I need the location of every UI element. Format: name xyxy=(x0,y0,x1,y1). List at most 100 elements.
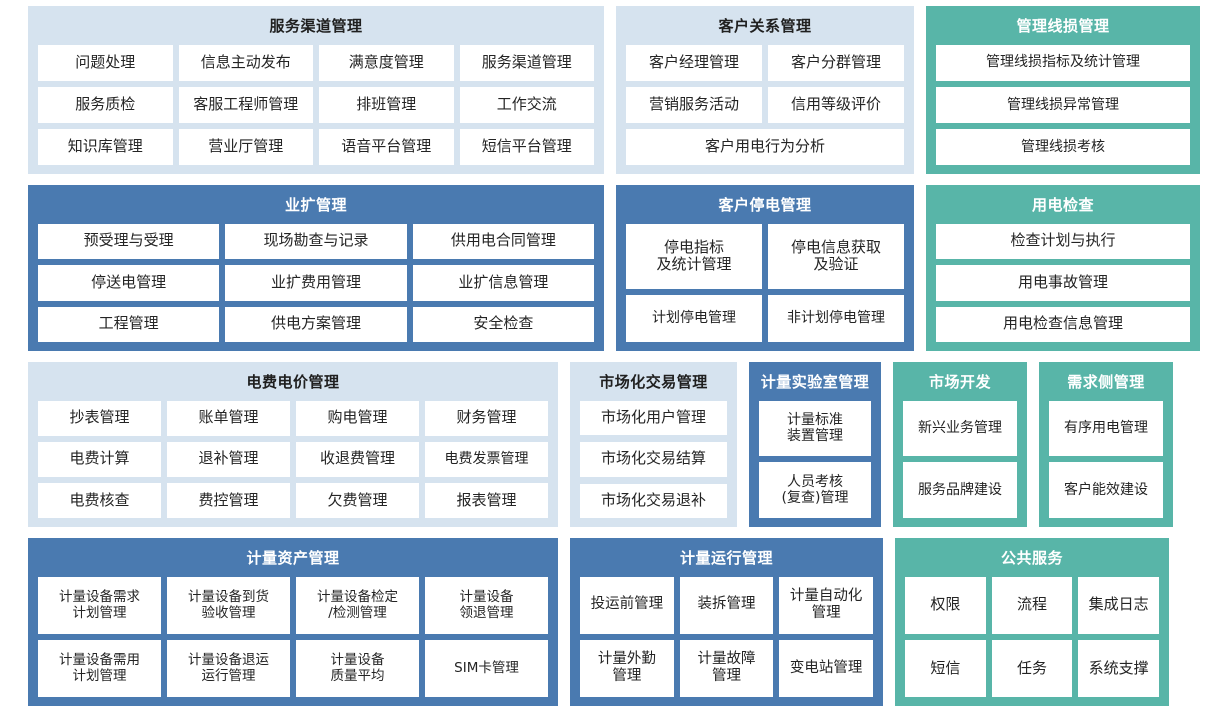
module-cell[interactable]: 非计划停电管理 xyxy=(768,295,904,343)
module-cell[interactable]: 电费计算 xyxy=(38,441,161,477)
module-cell[interactable]: 市场化用户管理 xyxy=(580,400,727,435)
module-cell[interactable]: 信息主动发布 xyxy=(178,44,313,81)
module-cell[interactable]: 用电检查信息管理 xyxy=(936,306,1190,342)
module-cell[interactable]: 业扩费用管理 xyxy=(225,265,407,301)
panel-business-expansion[interactable]: 业扩管理 预受理与受理 现场勘查与记录 供用电合同管理 停送电管理 业扩费用管理… xyxy=(28,185,604,351)
module-cell[interactable]: 客户用电行为分析 xyxy=(626,128,904,166)
module-cell[interactable]: 检查计划与执行 xyxy=(936,223,1190,259)
module-cell[interactable]: 费控管理 xyxy=(167,482,290,519)
module-cell[interactable]: 计量设备 领退管理 xyxy=(425,576,548,634)
panel-metering-lab[interactable]: 计量实验室管理 计量标准 装置管理 人员考核 (复查)管理 xyxy=(749,362,881,527)
panel-metering-asset[interactable]: 计量资产管理 计量设备需求 计划管理 计量设备到货 验收管理 计量设备检定 /检… xyxy=(28,538,558,706)
panel-power-usage-inspection[interactable]: 用电检查 检查计划与执行 用电事故管理 用电检查信息管理 xyxy=(926,185,1200,351)
module-cell[interactable]: 计量设备需用 计划管理 xyxy=(38,639,161,697)
module-cell[interactable]: 收退费管理 xyxy=(296,441,419,477)
panel-tariff-management[interactable]: 电费电价管理 抄表管理 账单管理 购电管理 财务管理 电费计算 退补管理 收退费… xyxy=(28,362,558,527)
grid-row: 市场化用户管理 xyxy=(580,400,727,435)
module-cell[interactable]: 服务渠道管理 xyxy=(459,44,594,81)
module-cell[interactable]: 权限 xyxy=(905,576,986,634)
module-cell[interactable]: 集成日志 xyxy=(1078,576,1160,634)
panel-metering-operation[interactable]: 计量运行管理 投运前管理 装拆管理 计量自动化 管理 计量外勤 管理 计量故障 … xyxy=(570,538,883,706)
module-cell[interactable]: 有序用电管理 xyxy=(1049,400,1163,457)
module-cell[interactable]: 市场化交易退补 xyxy=(580,483,727,518)
module-cell[interactable]: 电费核查 xyxy=(38,482,161,519)
module-cell[interactable]: 停电指标 及统计管理 xyxy=(626,223,762,290)
panel-grid: 计量标准 装置管理 人员考核 (复查)管理 xyxy=(759,400,871,518)
module-cell[interactable]: 计量自动化 管理 xyxy=(779,576,874,634)
module-cell[interactable]: 报表管理 xyxy=(425,482,548,519)
module-cell[interactable]: 购电管理 xyxy=(296,400,419,436)
module-cell[interactable]: 电费发票管理 xyxy=(425,441,548,477)
panel-market-development[interactable]: 市场开发 新兴业务管理 服务品牌建设 xyxy=(893,362,1027,527)
module-cell[interactable]: 排班管理 xyxy=(319,86,454,123)
module-cell[interactable]: 计量设备检定 /检测管理 xyxy=(296,576,419,634)
panel-market-trading[interactable]: 市场化交易管理 市场化用户管理 市场化交易结算 市场化交易退补 xyxy=(570,362,737,527)
module-cell[interactable]: 人员考核 (复查)管理 xyxy=(759,462,871,518)
module-cell[interactable]: 信用等级评价 xyxy=(768,86,904,123)
module-cell[interactable]: 营业厅管理 xyxy=(178,128,313,166)
module-cell[interactable]: 营销服务活动 xyxy=(626,86,762,123)
module-cell[interactable]: 新兴业务管理 xyxy=(903,400,1017,457)
module-cell[interactable]: 管理线损考核 xyxy=(936,128,1190,166)
grid-row: 停电指标 及统计管理 停电信息获取 及验证 xyxy=(626,223,904,290)
module-cell[interactable]: 停电信息获取 及验证 xyxy=(768,223,904,290)
module-cell[interactable]: SIM卡管理 xyxy=(425,639,548,697)
panel-grid: 新兴业务管理 服务品牌建设 xyxy=(903,400,1017,518)
module-cell[interactable]: 语音平台管理 xyxy=(319,128,454,166)
panel-title-metering-asset: 计量资产管理 xyxy=(246,549,340,567)
module-cell[interactable]: 退补管理 xyxy=(167,441,290,477)
panel-customer-relationship[interactable]: 客户关系管理 客户经理管理 客户分群管理 营销服务活动 信用等级评价 客户用电行… xyxy=(616,6,914,174)
grid-row: 计量设备需用 计划管理 计量设备退运 运行管理 计量设备 质量平均 SIM卡管理 xyxy=(38,639,548,697)
module-cell[interactable]: 财务管理 xyxy=(425,400,548,436)
module-cell[interactable]: 管理线损异常管理 xyxy=(936,86,1190,123)
module-cell[interactable]: 变电站管理 xyxy=(779,639,874,697)
module-cell[interactable]: 客服工程师管理 xyxy=(178,86,313,123)
module-cell[interactable]: 装拆管理 xyxy=(679,576,774,634)
panel-demand-side[interactable]: 需求侧管理 有序用电管理 客户能效建设 xyxy=(1039,362,1173,527)
module-cell[interactable]: 欠费管理 xyxy=(296,482,419,519)
module-cell[interactable]: 系统支撑 xyxy=(1078,639,1160,697)
module-cell[interactable]: 客户经理管理 xyxy=(626,44,762,81)
module-cell[interactable]: 供电方案管理 xyxy=(225,306,407,342)
panel-service-channel[interactable]: 服务渠道管理 问题处理 信息主动发布 满意度管理 服务渠道管理 服务质检 客服工… xyxy=(28,6,604,174)
module-cell[interactable]: 账单管理 xyxy=(167,400,290,436)
module-cell[interactable]: 计划停电管理 xyxy=(626,295,762,343)
module-cell[interactable]: 计量设备到货 验收管理 xyxy=(167,576,290,634)
module-cell[interactable]: 问题处理 xyxy=(38,44,173,81)
module-cell[interactable]: 服务质检 xyxy=(38,86,173,123)
module-cell[interactable]: 计量故障 管理 xyxy=(679,639,774,697)
module-cell[interactable]: 流程 xyxy=(991,576,1073,634)
module-cell[interactable]: 计量设备退运 运行管理 xyxy=(167,639,290,697)
module-cell[interactable]: 服务品牌建设 xyxy=(903,462,1017,518)
panel-customer-outage[interactable]: 客户停电管理 停电指标 及统计管理 停电信息获取 及验证 计划停电管理 非计划停… xyxy=(616,185,914,351)
module-cell[interactable]: 任务 xyxy=(991,639,1073,697)
panel-management-line-loss[interactable]: 管理线损管理 管理线损指标及统计管理 管理线损异常管理 管理线损考核 xyxy=(926,6,1200,174)
module-cell[interactable]: 计量标准 装置管理 xyxy=(759,400,871,457)
panel-public-service[interactable]: 公共服务 权限 流程 集成日志 短信 任务 系统支撑 xyxy=(895,538,1169,706)
module-cell[interactable]: 客户分群管理 xyxy=(768,44,904,81)
module-cell[interactable]: 现场勘查与记录 xyxy=(225,223,407,259)
module-cell[interactable]: 业扩信息管理 xyxy=(412,265,594,301)
module-cell[interactable]: 抄表管理 xyxy=(38,400,161,436)
module-cell[interactable]: 投运前管理 xyxy=(580,576,674,634)
panel-title-management-line-loss: 管理线损管理 xyxy=(1016,17,1110,35)
module-cell[interactable]: 知识库管理 xyxy=(38,128,173,166)
module-cell[interactable]: 计量设备 质量平均 xyxy=(296,639,419,697)
module-cell[interactable]: 工作交流 xyxy=(459,86,594,123)
module-cell[interactable]: 停送电管理 xyxy=(38,265,220,301)
module-cell[interactable]: 供用电合同管理 xyxy=(412,223,594,259)
module-cell[interactable]: 计量外勤 管理 xyxy=(580,639,674,697)
module-cell[interactable]: 短信平台管理 xyxy=(459,128,594,166)
panel-grid: 管理线损指标及统计管理 管理线损异常管理 管理线损考核 xyxy=(936,44,1190,166)
module-cell[interactable]: 计量设备需求 计划管理 xyxy=(38,576,161,634)
module-cell[interactable]: 短信 xyxy=(905,639,986,697)
module-cell[interactable]: 工程管理 xyxy=(38,306,220,342)
module-cell[interactable]: 安全检查 xyxy=(412,306,594,342)
module-cell[interactable]: 满意度管理 xyxy=(319,44,454,81)
panel-grid: 有序用电管理 客户能效建设 xyxy=(1049,400,1163,518)
module-cell[interactable]: 预受理与受理 xyxy=(38,223,220,259)
module-cell[interactable]: 客户能效建设 xyxy=(1049,462,1163,518)
module-cell[interactable]: 用电事故管理 xyxy=(936,265,1190,301)
module-cell[interactable]: 市场化交易结算 xyxy=(580,442,727,477)
module-cell[interactable]: 管理线损指标及统计管理 xyxy=(936,44,1190,81)
